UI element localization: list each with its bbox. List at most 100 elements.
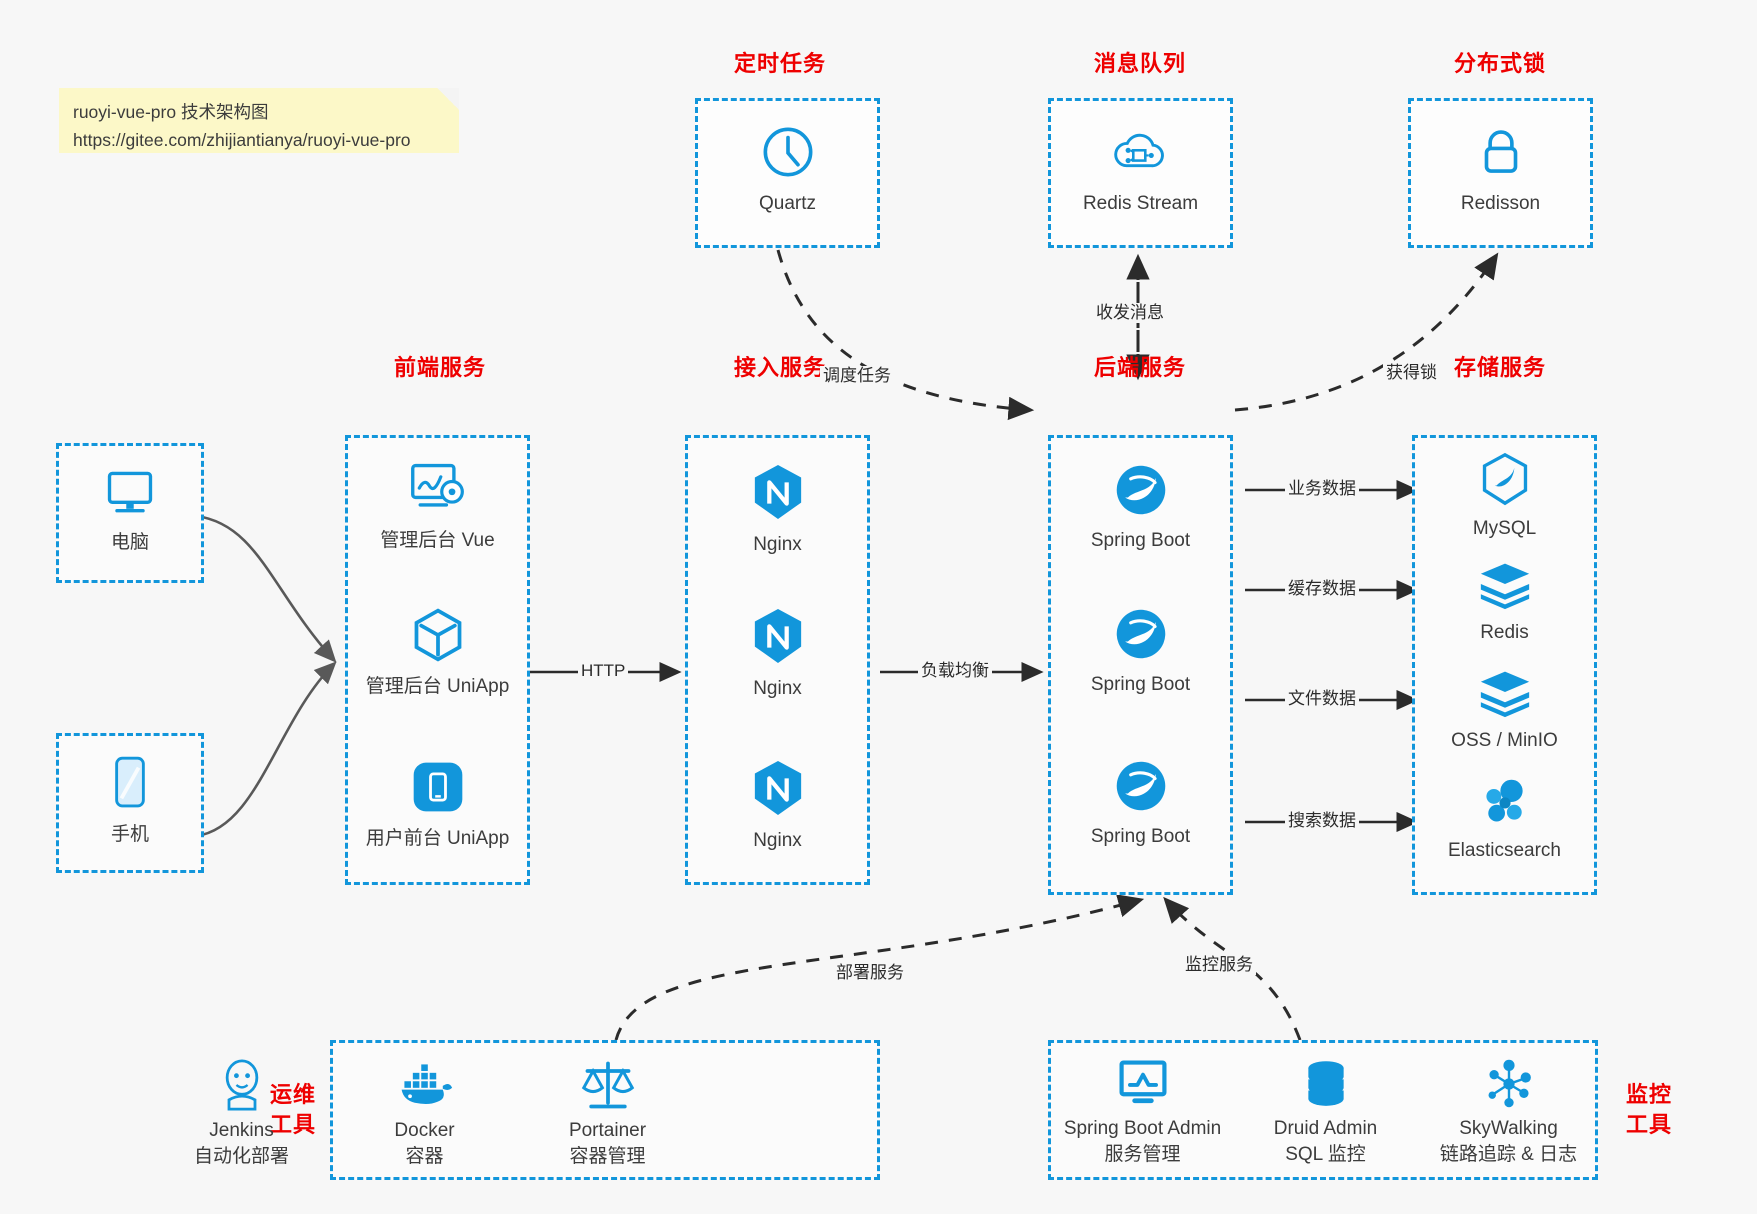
clock-icon — [698, 123, 877, 186]
redis-stack-icon — [1415, 666, 1594, 723]
client-box-phone: 手机 — [56, 733, 204, 873]
group-title-backend: 后端服务 — [1093, 355, 1186, 380]
note-line-title: ruoyi-vue-pro 技术架构图 — [73, 102, 269, 122]
group-box-backend: Spring Boot Spring Boot Spring Boot — [1048, 435, 1233, 895]
node-sublabel: 容器 — [405, 1146, 444, 1167]
edge-label-file-data: 文件数据 — [1285, 689, 1359, 709]
group-box-scheduler: Quartz — [695, 98, 880, 248]
node-redisson[interactable]: Redisson — [1411, 123, 1590, 216]
group-box-mq: Redis Stream — [1048, 98, 1233, 248]
group-title-monitor: 监控 工具 — [1614, 1080, 1684, 1140]
group-box-frontend: 管理后台 Vue 管理后台 UniApp 用户前台 UniApp — [345, 435, 530, 885]
group-title-mq: 消息队列 — [1093, 51, 1186, 76]
edge-label-acquire-lock: 获得锁 — [1383, 363, 1440, 383]
phone-icon — [59, 754, 201, 817]
node-admin-uniapp[interactable]: 管理后台 UniApp — [348, 606, 527, 699]
node-spring-boot-1[interactable]: Spring Boot — [1051, 462, 1230, 553]
scales-icon — [516, 1057, 699, 1118]
dashboard-gear-icon — [348, 460, 527, 523]
node-elasticsearch[interactable]: Elasticsearch — [1415, 776, 1594, 863]
group-title-storage: 存储服务 — [1453, 355, 1546, 380]
node-mysql[interactable]: MySQL — [1415, 452, 1594, 541]
node-label: Spring Boot — [1090, 674, 1191, 695]
edge-label-http: HTTP — [578, 661, 629, 681]
node-docker[interactable]: Docker 容器 — [333, 1057, 516, 1170]
node-label: Jenkins — [209, 1120, 274, 1141]
node-label: Spring Boot — [1090, 826, 1191, 847]
node-label: 管理后台 UniApp — [365, 676, 510, 697]
node-admin-vue[interactable]: 管理后台 Vue — [348, 460, 527, 553]
group-title-lock: 分布式锁 — [1453, 51, 1546, 76]
node-sublabel: SQL 监控 — [1285, 1144, 1366, 1165]
group-title-frontend: 前端服务 — [393, 355, 486, 380]
node-label: 电脑 — [110, 532, 149, 553]
node-user-uniapp[interactable]: 用户前台 UniApp — [348, 758, 527, 851]
node-label: Quartz — [758, 193, 817, 214]
node-sublabel: 链路追踪 & 日志 — [1439, 1144, 1578, 1165]
node-label: Druid Admin — [1273, 1118, 1378, 1139]
node-spring-boot-admin[interactable]: Spring Boot Admin 服务管理 — [1051, 1057, 1234, 1168]
monitor-chart-icon — [1051, 1057, 1234, 1116]
node-label: SkyWalking — [1459, 1118, 1558, 1139]
monitor-title-line1: 监控 — [1625, 1082, 1672, 1107]
node-druid-admin[interactable]: Druid Admin SQL 监控 — [1234, 1057, 1417, 1168]
node-nginx-2[interactable]: Nginx — [688, 606, 867, 701]
node-label: Redis — [1480, 622, 1529, 643]
edge-label-send-receive-message: 收发消息 — [1093, 303, 1167, 323]
edge-label-load-balance: 负载均衡 — [918, 661, 992, 681]
node-quartz[interactable]: Quartz — [698, 123, 877, 216]
node-redis[interactable]: Redis — [1415, 558, 1594, 645]
node-sublabel: 自动化部署 — [193, 1146, 289, 1167]
node-jenkins[interactable]: Jenkins 自动化部署 — [150, 1057, 333, 1170]
spring-leaf-icon — [1051, 758, 1230, 819]
node-redis-stream[interactable]: Redis Stream — [1051, 123, 1230, 216]
devops-title-line1: 运维 — [269, 1082, 316, 1107]
node-label: 管理后台 Vue — [380, 530, 495, 551]
node-desktop[interactable]: 电脑 — [59, 466, 201, 555]
devops-title-line2: 工具 — [269, 1112, 316, 1137]
elasticsearch-icon — [1415, 776, 1594, 833]
node-portainer[interactable]: Portainer 容器管理 — [516, 1057, 699, 1170]
node-phone[interactable]: 手机 — [59, 754, 201, 847]
redis-stack-icon — [1415, 558, 1594, 615]
node-label: Docker — [394, 1120, 455, 1141]
group-box-storage: MySQL Redis OSS / MinIO Elasticsearch — [1412, 435, 1597, 895]
node-spring-boot-2[interactable]: Spring Boot — [1051, 606, 1230, 697]
node-label: 用户前台 UniApp — [365, 828, 510, 849]
node-label: Portainer — [568, 1120, 647, 1141]
node-label: 手机 — [110, 824, 149, 845]
group-box-lock: Redisson — [1408, 98, 1593, 248]
mobile-app-icon — [348, 758, 527, 821]
group-title-devops: 运维 工具 — [258, 1080, 328, 1140]
node-skywalking[interactable]: SkyWalking 链路追踪 & 日志 — [1417, 1057, 1600, 1168]
monitor-title-line2: 工具 — [1625, 1112, 1672, 1137]
nginx-icon — [688, 758, 867, 823]
skywalking-nodes-icon — [1417, 1057, 1600, 1116]
node-spring-boot-3[interactable]: Spring Boot — [1051, 758, 1230, 849]
spring-leaf-icon — [1051, 462, 1230, 523]
node-label: Nginx — [753, 534, 802, 555]
database-icon — [1234, 1057, 1417, 1116]
cloud-node-icon — [1051, 123, 1230, 186]
node-nginx-3[interactable]: Nginx — [688, 758, 867, 853]
node-sublabel: 服务管理 — [1104, 1144, 1181, 1165]
group-box-monitor: Spring Boot Admin 服务管理 Druid Admin SQL 监… — [1048, 1040, 1598, 1180]
lock-icon — [1411, 123, 1590, 186]
edge-label-search-data: 搜索数据 — [1285, 811, 1359, 831]
group-box-gateway: Nginx Nginx Nginx — [685, 435, 870, 885]
docker-whale-icon — [333, 1057, 516, 1118]
note-fold-corner — [437, 88, 459, 110]
group-title-gateway: 接入服务 — [733, 355, 826, 380]
node-nginx-1[interactable]: Nginx — [688, 462, 867, 557]
node-label: Nginx — [753, 830, 802, 851]
edge-label-schedule-task: 调度任务 — [820, 366, 894, 386]
node-label: Redis Stream — [1082, 193, 1199, 214]
node-label: Spring Boot — [1090, 530, 1191, 551]
node-oss-minio[interactable]: OSS / MinIO — [1415, 666, 1594, 753]
node-label: Nginx — [753, 678, 802, 699]
edge-label-cache-data: 缓存数据 — [1285, 579, 1359, 599]
edge-label-business-data: 业务数据 — [1285, 479, 1359, 499]
nginx-icon — [688, 606, 867, 671]
desktop-icon — [59, 466, 201, 525]
